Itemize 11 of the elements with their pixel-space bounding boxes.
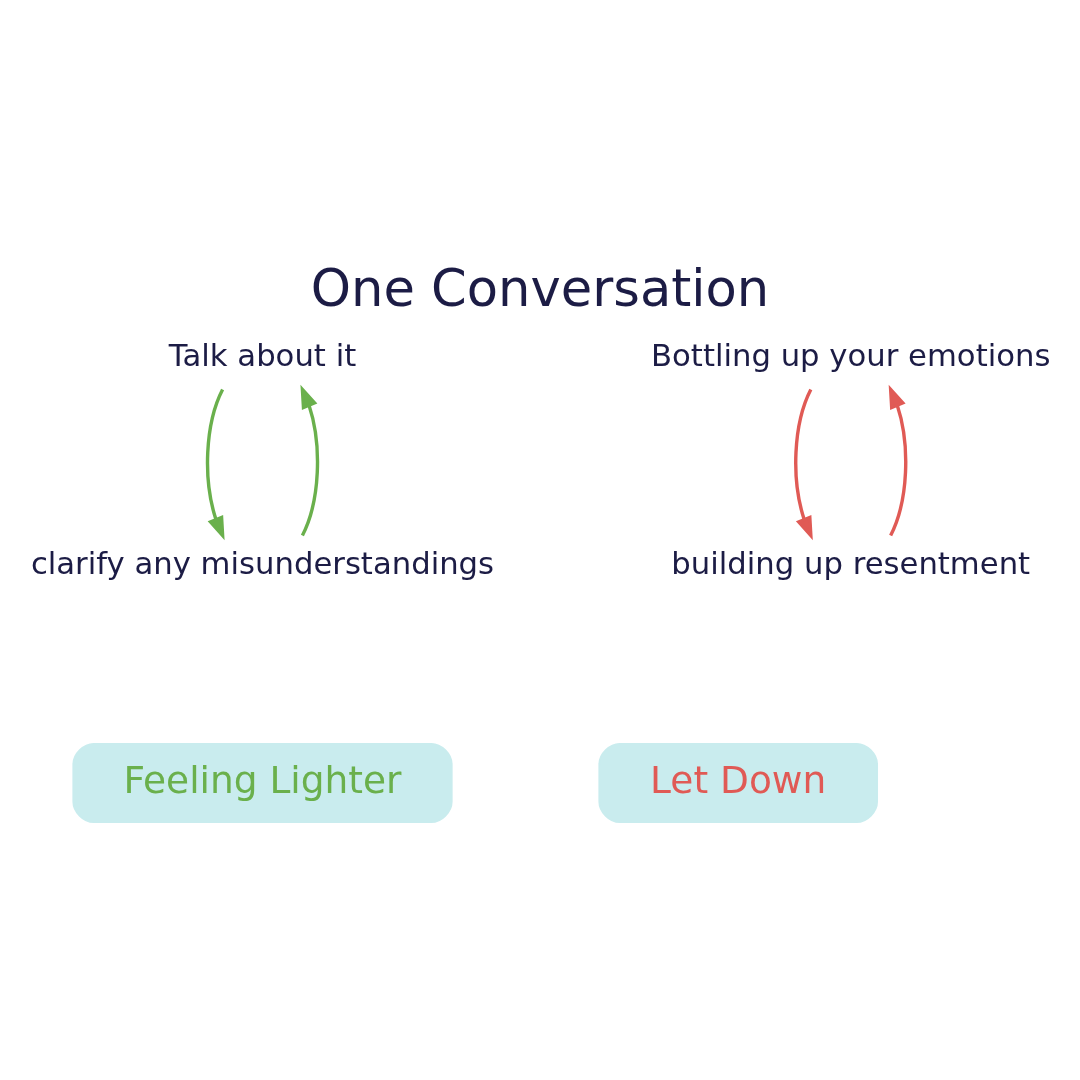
node-text: clarify any misunderstandings [30, 545, 495, 581]
node-box: Let Down [598, 742, 879, 824]
node-text: Bottling up your emotions [651, 337, 1051, 373]
node-text: building up resentment [671, 545, 1031, 581]
arrow [300, 384, 320, 537]
arrow [205, 388, 225, 541]
diagram-title: One Conversation [310, 258, 770, 318]
node-box: Feeling Lighter [72, 742, 453, 824]
arrow [888, 384, 908, 537]
node-text: Talk about it [168, 337, 357, 373]
arrow [794, 388, 813, 541]
